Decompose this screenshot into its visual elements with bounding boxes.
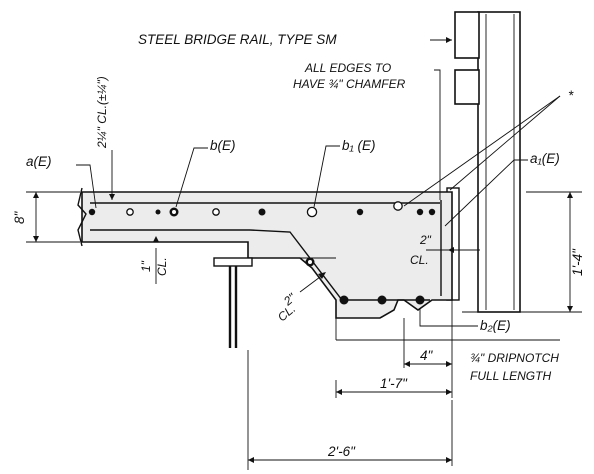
rebar-dot [356, 208, 364, 216]
bar-label-a1: a₁(E) [530, 151, 560, 166]
dim-notch [404, 361, 452, 367]
rebar-dot [126, 208, 134, 216]
dim-slab-depth [26, 191, 80, 243]
bottom-cover-label-1: 1" [139, 260, 153, 272]
width-1-label: 1'-7" [380, 376, 408, 391]
rebar-dot [393, 201, 403, 211]
rebar-dot [155, 209, 161, 215]
dim-side-cover [426, 247, 480, 253]
dim-width-1 [335, 380, 452, 398]
dim-top-cover [109, 150, 115, 200]
width-2-label: 2'-6" [327, 444, 356, 459]
girder [213, 257, 336, 348]
overhang-depth-label: 1'-4" [570, 248, 585, 276]
rail-post [477, 11, 521, 313]
dim-overhang-depth [462, 191, 582, 313]
rebar-dot [428, 208, 436, 216]
chamfer-note-line1: ALL EDGES TO [304, 61, 391, 75]
bar-label-b1: b₁ (E) [342, 138, 376, 153]
bottom-cover-label-2: CL. [155, 257, 169, 276]
rebar-dot [258, 208, 266, 216]
rebar-b2 [415, 295, 425, 305]
dim-bottom-cover [153, 236, 159, 284]
side-cover-label-1: 2" [419, 233, 432, 247]
bar-label-a: a(E) [26, 154, 52, 169]
dim-slope-cover [299, 272, 326, 293]
rebar-dot [416, 208, 424, 216]
slab-depth-label: 8" [12, 210, 27, 224]
dim-width-2 [248, 400, 453, 466]
slope-cover-label-2: CL. [275, 302, 298, 325]
rebar-b2 [339, 295, 349, 305]
break-line [77, 187, 87, 247]
concrete-deck-section [81, 191, 453, 319]
bar-label-b2: b₂(E) [480, 318, 511, 333]
top-cover-label: 2¼" CL.(±¼") [95, 76, 109, 149]
dripnotch-note-line1: ¾" DRIPNOTCH [470, 351, 559, 365]
dripnotch-note-line2: FULL LENGTH [470, 369, 551, 383]
rebar-dot [88, 208, 96, 216]
asterisk-note: * [568, 88, 574, 103]
rail-title: STEEL BRIDGE RAIL, TYPE SM [138, 32, 337, 47]
steel-bridge-rail [446, 11, 521, 313]
rebar-b1 [306, 206, 318, 218]
rail-tube-lower [454, 69, 480, 105]
rebar-b-core [172, 210, 176, 214]
chamfer-note-line2: HAVE ¾" CHAMFER [293, 77, 406, 91]
side-cover-label-2: CL. [410, 253, 429, 267]
rail-title-arrow [446, 37, 452, 43]
rail-tube-upper [454, 11, 480, 59]
rebar-dot [212, 208, 220, 216]
leader-lines [76, 69, 561, 327]
notch-label: 4" [420, 348, 434, 363]
bar-label-b: b(E) [210, 138, 236, 153]
rebar-dot-core [308, 260, 312, 264]
rebar-b2 [377, 295, 387, 305]
